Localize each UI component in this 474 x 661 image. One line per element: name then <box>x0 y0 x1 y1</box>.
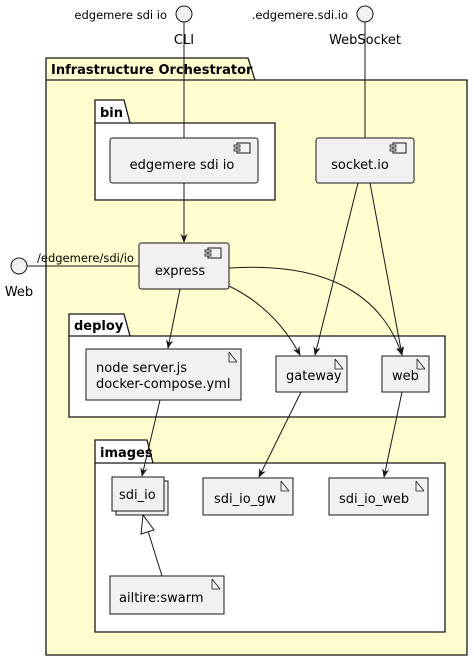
artifact-label: gateway <box>286 369 342 384</box>
artifact-sdi-io-web: sdi_io_web <box>328 477 429 516</box>
edge-web-to-sdi-io-web <box>382 391 403 478</box>
artifact-label: sdi_io_gw <box>214 492 276 507</box>
edge-swarm-to-sdi-io <box>147 530 163 577</box>
artifact-sdi-io: sdi_io <box>111 476 169 516</box>
interface-path-label: /edgemere/sdi/io <box>37 251 134 265</box>
package-title: Infrastructure Orchestrator <box>51 63 253 78</box>
artifact-label: ailtire:swarm <box>119 591 204 606</box>
package-title: bin <box>100 106 123 121</box>
component-edgemere-sdi-io: edgemere sdi io <box>109 137 259 184</box>
artifact-web: web <box>381 355 430 393</box>
interface-cli: edgemere sdi io CLI <box>74 5 194 48</box>
edge-socketio-to-web <box>369 182 405 356</box>
interface-name: .edgemere.sdi.io <box>252 8 348 22</box>
component-label: express <box>155 264 206 279</box>
component-express: express <box>138 242 230 290</box>
edge-gateway-to-sdi-io-gw <box>258 391 302 478</box>
edges <box>27 22 405 577</box>
artifact-label-line1: node server.js <box>96 361 187 376</box>
edge-express-to-server <box>166 288 181 349</box>
artifact-server: node server.js docker-compose.yml <box>85 348 242 401</box>
package-title: images <box>100 446 153 461</box>
edge-express-to-web <box>228 266 403 356</box>
interface-web: Web /edgemere/sdi/io <box>5 251 134 300</box>
artifact-label: sdi_io_web <box>339 492 409 507</box>
edge-server-to-sdi-io <box>140 399 161 477</box>
component-label: socket.io <box>331 158 389 173</box>
component-socket-io: socket.io <box>315 137 415 184</box>
interface-label: Web <box>5 285 33 300</box>
artifact-label-line2: docker-compose.yml <box>96 377 230 392</box>
component-label: edgemere sdi io <box>130 158 235 173</box>
interface-name: edgemere sdi io <box>74 8 167 22</box>
edge-socketio-to-gateway <box>313 182 359 356</box>
artifact-gateway: gateway <box>275 355 348 393</box>
package-title: deploy <box>74 319 124 334</box>
edge-express-to-gateway <box>228 285 301 356</box>
interface-websocket: .edgemere.sdi.io WebSocket <box>252 5 401 48</box>
artifact-sdi-io-gw: sdi_io_gw <box>202 477 294 516</box>
artifact-label: sdi_io <box>119 488 156 503</box>
generalization-arrowhead <box>140 513 155 535</box>
artifact-label: web <box>392 369 419 384</box>
artifact-ailtire-swarm: ailtire:swarm <box>109 575 225 615</box>
